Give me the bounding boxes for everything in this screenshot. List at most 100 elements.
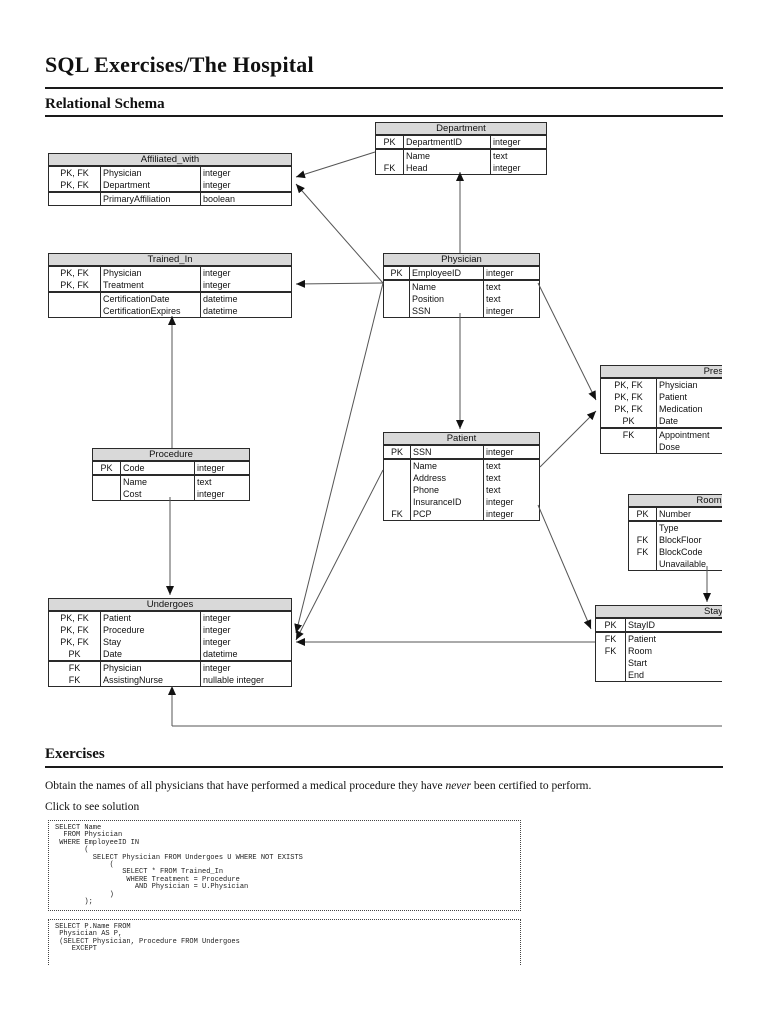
column-name-cell: AssistingNurse — [101, 674, 201, 686]
column-type-cell: datetime — [203, 306, 238, 316]
key-cell: PK, FK — [601, 403, 657, 415]
column-type-cell: integer — [203, 637, 231, 647]
key-cell — [384, 472, 411, 484]
column-name-cell: Number — [657, 508, 722, 520]
key-cell: PK — [49, 648, 101, 660]
table-title: Undergoes — [49, 599, 291, 612]
column-type-cell: datetime — [203, 294, 238, 304]
column-name-cell: Code — [121, 462, 195, 474]
column-name-cell: Stay — [101, 636, 201, 648]
column-name-cell: BlockCode — [657, 546, 722, 558]
key-cell: PK, FK — [601, 391, 657, 403]
key-cell — [629, 558, 657, 570]
column-name-cell: Type — [657, 522, 722, 534]
column-name-cell: Name — [404, 150, 491, 162]
key-cell: PK, FK — [601, 379, 657, 391]
sql-solution-code-1: SELECT Name FROM Physician WHERE Employe… — [48, 820, 521, 912]
column-name-cell: PCP — [411, 508, 484, 520]
key-cell: PK — [384, 446, 411, 458]
column-type-cell: integer — [203, 625, 231, 635]
column-type-cell: text — [486, 473, 501, 483]
column-name-cell: Procedure — [101, 624, 201, 636]
key-cell — [384, 293, 410, 305]
key-cell — [384, 496, 411, 508]
column-name-cell: Medication — [657, 403, 722, 415]
key-cell — [601, 441, 657, 453]
column-name-cell: CertificationDate — [101, 293, 201, 305]
column-name-cell: SSN — [410, 305, 484, 317]
column-name-cell: Phone — [411, 484, 484, 496]
key-cell: FK — [596, 645, 626, 657]
column-name-cell: Physician — [101, 167, 201, 179]
column-name-cell: Patient — [657, 391, 722, 403]
table-title: Stay — [596, 606, 722, 619]
column-type-cell: text — [486, 461, 501, 471]
table-row: Unavailable — [629, 558, 722, 570]
column-name-cell: Cost — [121, 488, 195, 500]
schema-rule — [45, 115, 723, 117]
column-name-cell: Dose — [657, 441, 722, 453]
key-cell — [596, 657, 626, 669]
key-cell: PK, FK — [49, 267, 101, 279]
key-cell: PK, FK — [49, 636, 101, 648]
column-name-cell: BlockFloor — [657, 534, 722, 546]
key-cell: FK — [629, 534, 657, 546]
key-cell — [49, 193, 101, 205]
column-name-cell: PrimaryAffiliation — [101, 193, 201, 205]
column-type-cell: integer — [486, 306, 514, 316]
column-name-cell: Physician — [101, 662, 201, 674]
column-type-cell: integer — [203, 268, 231, 278]
column-type-cell: integer — [493, 163, 521, 173]
key-cell: PK — [93, 462, 121, 474]
column-name-cell: CertificationExpires — [101, 305, 201, 317]
column-name-cell: EmployeeID — [410, 267, 484, 279]
table-title: Physician — [384, 254, 539, 267]
key-cell: PK, FK — [49, 612, 101, 624]
exercise-text-before: Obtain the names of all physicians that … — [45, 780, 446, 792]
column-name-cell: Head — [404, 162, 491, 174]
column-type-cell: integer — [203, 168, 231, 178]
key-cell: FK — [629, 546, 657, 558]
key-cell — [384, 281, 410, 293]
column-name-cell: Patient — [626, 633, 722, 645]
column-type-cell: integer — [203, 613, 231, 623]
key-cell — [384, 305, 410, 317]
key-cell — [49, 305, 101, 317]
column-name-cell: Department — [101, 179, 201, 191]
column-type-cell: text — [486, 294, 501, 304]
column-type-cell: text — [486, 485, 501, 495]
column-name-cell: Address — [411, 472, 484, 484]
key-cell: PK, FK — [49, 167, 101, 179]
table-row: Start — [596, 657, 722, 669]
key-cell: FK — [49, 662, 101, 674]
table-title: Procedure — [93, 449, 249, 462]
solution-toggle-link[interactable]: Click to see solution — [45, 801, 140, 813]
key-cell: PK — [376, 136, 404, 148]
key-cell: PK, FK — [49, 624, 101, 636]
